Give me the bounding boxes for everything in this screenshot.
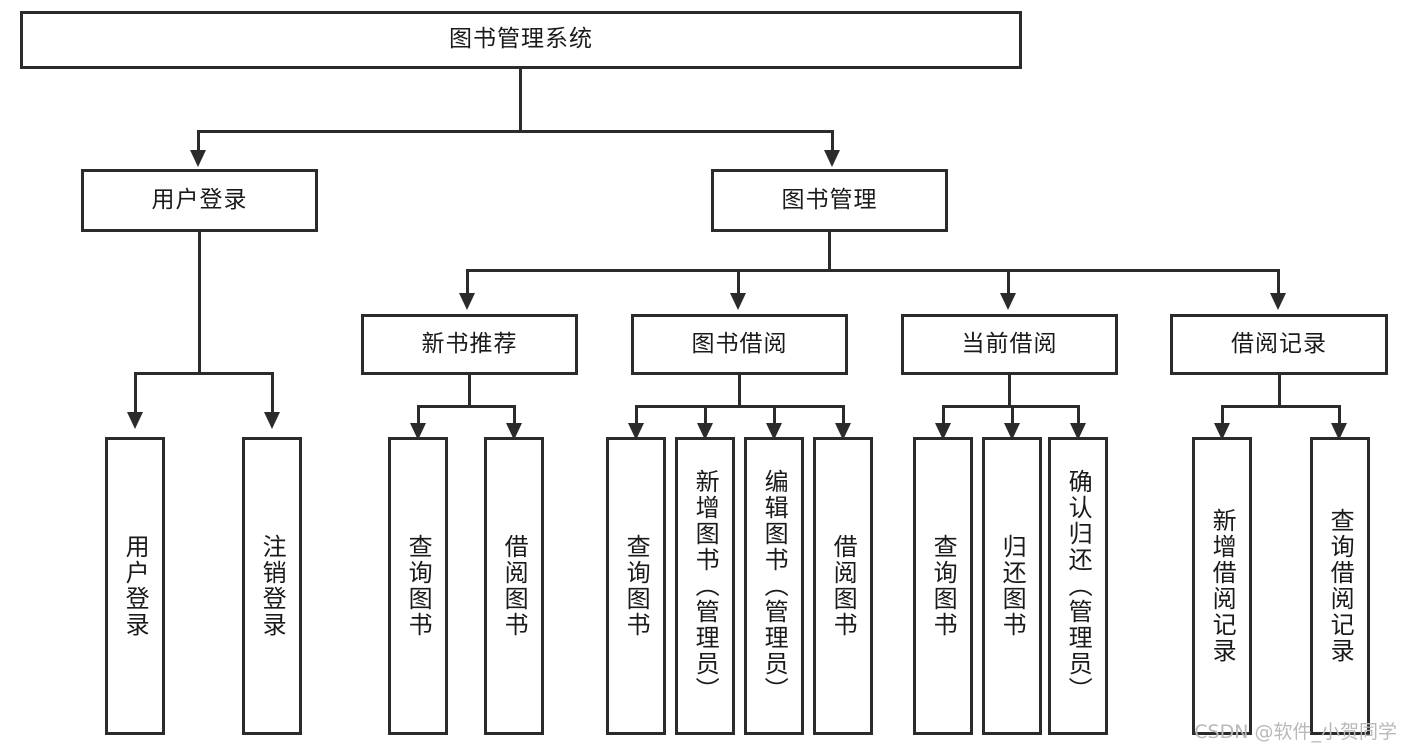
node-current-borrow[interactable]: 当前借阅 (901, 314, 1118, 375)
leaf-cb-return-book[interactable]: 归还图书 (982, 437, 1042, 735)
leaf-nbr-borrow-book[interactable]: 借阅图书 (484, 437, 544, 735)
arrow-cb-to-leaf-3 (1070, 423, 1086, 440)
leaf-cb-confirm-return-admin[interactable]: 确认归还（管理员） (1048, 437, 1108, 735)
connector-root-bus (197, 130, 834, 133)
arrow-to-book-borrow (730, 293, 746, 310)
connector-nbr-to-leaf-1 (417, 405, 420, 425)
node-label: 图书管理系统 (449, 26, 593, 53)
connector-borrow-record-bus (1221, 405, 1341, 408)
arrow-root-to-user-login (190, 150, 206, 167)
leaf-label: 归还图书 (998, 534, 1027, 638)
connector-cb-to-leaf-2 (1011, 405, 1014, 425)
leaf-label: 新增图书（管理员） (691, 469, 720, 703)
leaf-nbr-query-book[interactable]: 查询图书 (388, 437, 448, 735)
leaf-label: 查询图书 (404, 534, 433, 638)
node-label: 图书借阅 (691, 330, 788, 357)
leaf-label: 借阅图书 (829, 534, 858, 638)
leaf-user-login-login[interactable]: 用户登录 (105, 437, 165, 735)
node-label: 当前借阅 (961, 330, 1058, 357)
arrow-nbr-to-leaf-2 (506, 423, 522, 440)
connector-to-new-book-recommend (466, 269, 469, 295)
connector-bb-to-leaf-3 (773, 405, 776, 425)
node-new-book-recommend[interactable]: 新书推荐 (361, 314, 578, 375)
node-book-management[interactable]: 图书管理 (711, 169, 948, 232)
connector-level3-bus (466, 269, 1278, 272)
leaf-bb-query-book[interactable]: 查询图书 (606, 437, 666, 735)
connector-cb-to-leaf-1 (942, 405, 945, 425)
connector-nbr-to-leaf-2 (513, 405, 516, 425)
leaf-user-login-logout[interactable]: 注销登录 (242, 437, 302, 735)
arrow-to-borrow-record (1270, 293, 1286, 310)
connector-user-login-to-leaf-1 (134, 372, 137, 414)
arrow-cb-to-leaf-1 (935, 423, 951, 440)
connector-br-to-leaf-1 (1221, 405, 1224, 425)
node-label: 新书推荐 (421, 330, 518, 357)
connector-book-borrow-stem (738, 375, 741, 408)
node-book-borrow[interactable]: 图书借阅 (631, 314, 848, 375)
arrow-cb-to-leaf-2 (1004, 423, 1020, 440)
leaf-cb-query-book[interactable]: 查询图书 (913, 437, 973, 735)
connector-br-to-leaf-2 (1338, 405, 1341, 425)
leaf-label: 确认归还（管理员） (1064, 469, 1093, 703)
connector-new-book-recommend-bus (417, 405, 516, 408)
arrow-to-new-book-recommend (459, 293, 475, 310)
connector-root-stem (519, 69, 522, 131)
connector-current-borrow-stem (1008, 375, 1011, 408)
leaf-label: 查询借阅记录 (1326, 508, 1355, 664)
connector-cb-to-leaf-3 (1077, 405, 1080, 425)
connector-user-login-bus (134, 372, 273, 375)
connector-book-borrow-bus (635, 405, 845, 408)
leaf-label: 查询图书 (622, 534, 651, 638)
leaf-bb-add-book-admin[interactable]: 新增图书（管理员） (675, 437, 735, 735)
leaf-label: 用户登录 (121, 534, 150, 638)
connector-root-to-user-login (197, 130, 200, 152)
leaf-bb-borrow-book[interactable]: 借阅图书 (813, 437, 873, 735)
leaf-label: 新增借阅记录 (1208, 508, 1237, 664)
arrow-bb-to-leaf-4 (835, 423, 851, 440)
connector-to-book-borrow (737, 269, 740, 295)
node-label: 用户登录 (151, 186, 248, 213)
leaf-label: 注销登录 (258, 534, 287, 638)
node-label: 借阅记录 (1231, 330, 1327, 357)
leaf-label: 查询图书 (929, 534, 958, 638)
connector-bb-to-leaf-1 (635, 405, 638, 425)
arrow-user-login-to-leaf-1 (127, 412, 143, 429)
connector-to-borrow-record (1277, 269, 1280, 295)
connector-bb-to-leaf-2 (704, 405, 707, 425)
connector-new-book-recommend-stem (468, 375, 471, 408)
connector-root-to-book-management (831, 130, 834, 152)
arrow-bb-to-leaf-3 (766, 423, 782, 440)
arrow-bb-to-leaf-1 (628, 423, 644, 440)
connector-user-login-to-leaf-2 (271, 372, 274, 414)
connector-book-management-stem (828, 232, 831, 272)
connector-user-login-stem (198, 232, 201, 375)
node-label: 图书管理 (781, 186, 878, 213)
arrow-root-to-book-management (824, 150, 840, 167)
arrow-br-to-leaf-2 (1331, 423, 1347, 440)
arrow-user-login-to-leaf-2 (264, 412, 280, 429)
arrow-nbr-to-leaf-1 (410, 423, 426, 440)
connector-borrow-record-stem (1278, 375, 1281, 408)
leaf-label: 借阅图书 (500, 534, 529, 638)
arrow-to-current-borrow (1000, 293, 1016, 310)
node-root-book-management-system[interactable]: 图书管理系统 (20, 11, 1022, 69)
leaf-label: 编辑图书（管理员） (760, 469, 789, 703)
connector-bb-to-leaf-4 (842, 405, 845, 425)
arrow-br-to-leaf-1 (1214, 423, 1230, 440)
leaf-bb-edit-book-admin[interactable]: 编辑图书（管理员） (744, 437, 804, 735)
connector-current-borrow-bus (942, 405, 1079, 408)
leaf-br-query-record[interactable]: 查询借阅记录 (1310, 437, 1370, 735)
node-user-login[interactable]: 用户登录 (81, 169, 318, 232)
node-borrow-record[interactable]: 借阅记录 (1170, 314, 1388, 375)
leaf-br-add-record[interactable]: 新增借阅记录 (1192, 437, 1252, 735)
connector-to-current-borrow (1007, 269, 1010, 295)
arrow-bb-to-leaf-2 (697, 423, 713, 440)
